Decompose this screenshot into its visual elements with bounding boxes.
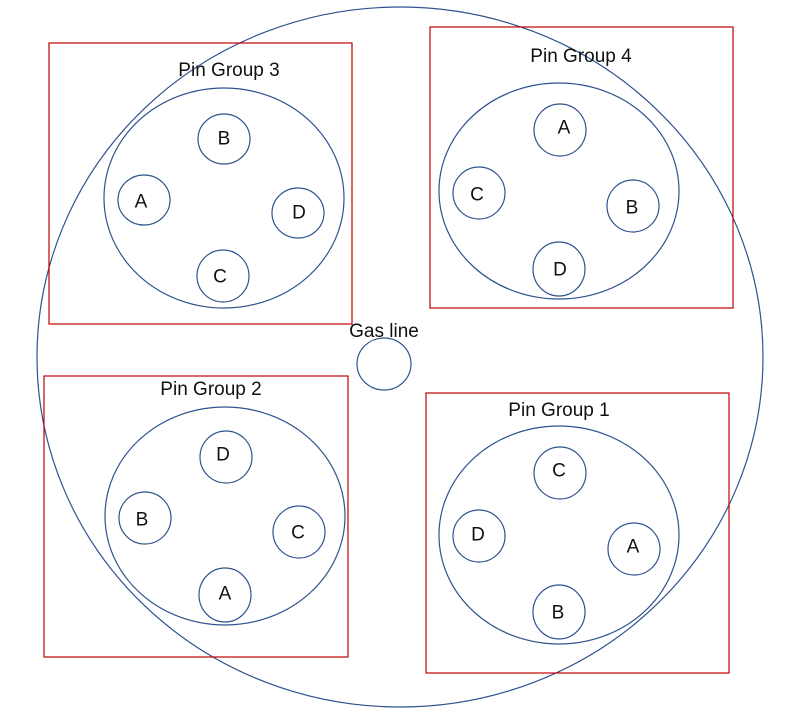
- pin-circle: [272, 505, 326, 559]
- pin-circle: [118, 491, 172, 545]
- pin-group-box: [425, 392, 730, 674]
- pin-label: B: [218, 129, 231, 150]
- pin-group-label: Pin Group 3: [178, 60, 279, 81]
- pin-group-circle: [438, 82, 680, 300]
- pin-label: A: [135, 192, 148, 213]
- pin-circle: [196, 249, 250, 303]
- pin-label: D: [292, 203, 306, 224]
- pin-label: A: [558, 118, 571, 139]
- pin-label: C: [552, 461, 566, 482]
- pin-group-box: [48, 42, 353, 325]
- pin-circle: [198, 567, 252, 623]
- pin-label: B: [552, 603, 565, 624]
- pin-group-label: Pin Group 4: [530, 46, 632, 67]
- pin-circle: [452, 166, 506, 220]
- pin-group-label: Pin Group 2: [160, 379, 261, 400]
- pin-group-box: [429, 26, 734, 309]
- pin-circle: [607, 522, 661, 576]
- pin-circle: [271, 187, 325, 239]
- pin-label: C: [470, 185, 484, 206]
- gas-line-circle: [356, 337, 412, 391]
- pin-group-circle: [438, 425, 680, 645]
- outer-circle: [36, 6, 764, 708]
- pin-label: B: [136, 510, 149, 531]
- pin-group-1: Pin Group 1 C D A B: [425, 392, 730, 674]
- pin-circle: [197, 113, 251, 165]
- pin-group-4: Pin Group 4 A C B D: [429, 26, 734, 309]
- gas-line-label: Gas line: [349, 321, 419, 342]
- pin-label: D: [216, 445, 230, 466]
- pin-label: A: [219, 584, 232, 605]
- pin-label: C: [291, 523, 305, 544]
- pin-group-box: [43, 375, 349, 658]
- pin-circle: [199, 430, 253, 484]
- pin-circle: [533, 446, 587, 500]
- pin-group-circle: [104, 406, 346, 626]
- pin-group-label: Pin Group 1: [508, 400, 609, 421]
- pin-label: A: [627, 537, 640, 558]
- pin-circle: [117, 174, 171, 226]
- pin-circle: [532, 241, 586, 297]
- pin-group-2: Pin Group 2 D B C A: [43, 375, 349, 658]
- pin-circle: [532, 584, 586, 640]
- pin-circle: [452, 509, 506, 563]
- pin-label: B: [626, 198, 639, 219]
- pin-circle: [533, 103, 587, 157]
- pin-group-circle: [103, 87, 345, 309]
- pin-label: C: [213, 267, 227, 288]
- pin-circle: [606, 179, 660, 233]
- pin-label: D: [553, 260, 567, 281]
- pin-label: D: [471, 525, 485, 546]
- pin-group-3: Pin Group 3 B A D C: [48, 42, 353, 325]
